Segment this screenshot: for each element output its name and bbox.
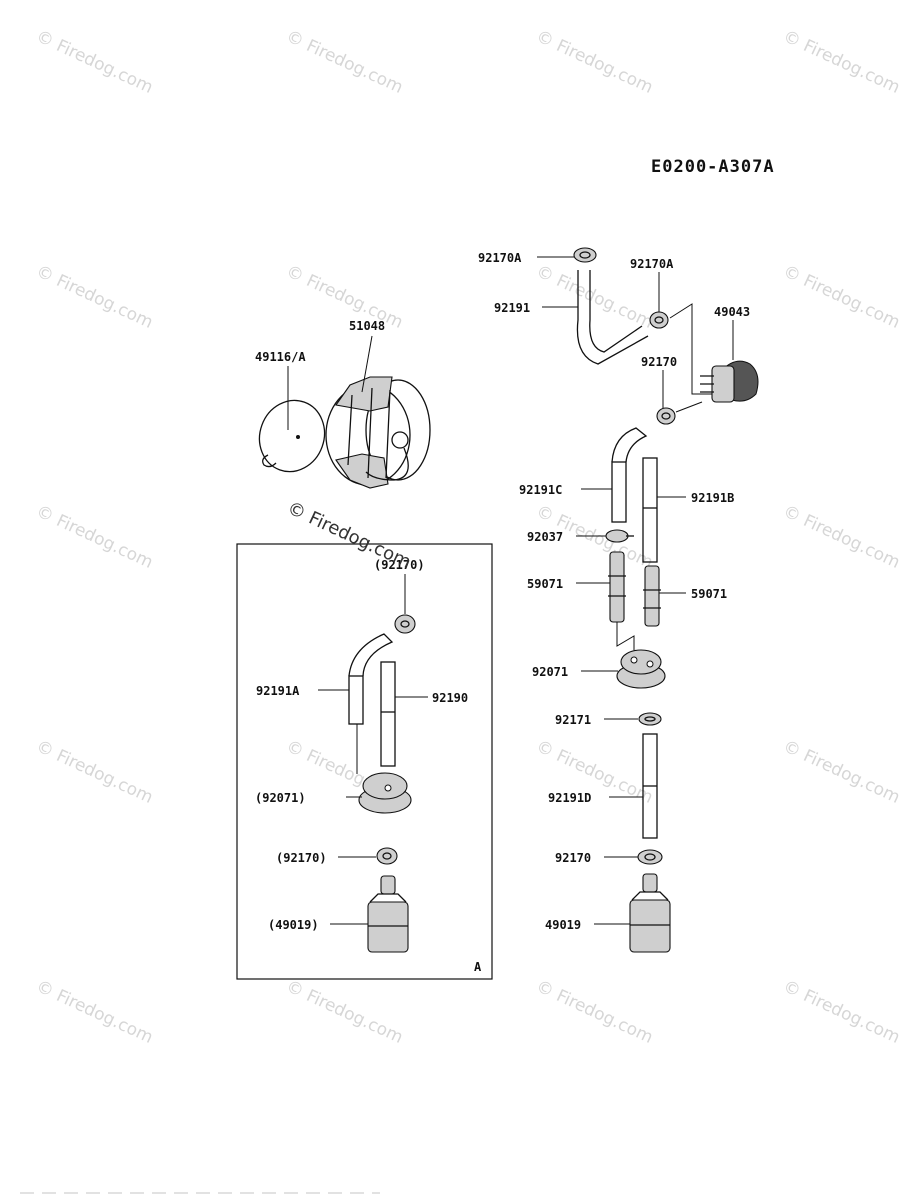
hose-92191a <box>348 633 394 725</box>
leader-line <box>361 335 373 393</box>
part-label-92191c: 92191C <box>519 483 562 497</box>
clamp-92170a-top <box>573 247 597 263</box>
watermark: © Firedog.com <box>33 261 156 333</box>
part-label-92071: 92071 <box>532 665 568 679</box>
joint-59071-left <box>608 551 626 623</box>
part-label-92170: 92170 <box>555 851 591 865</box>
part-label-92191: 92191 <box>494 301 530 315</box>
part-label-p92170: (92170) <box>374 558 425 572</box>
clamp-92170a-right <box>649 311 669 329</box>
grommet-92071 <box>616 649 666 689</box>
fuel-filter-49019 <box>629 873 671 953</box>
watermark: © Firedog.com <box>780 976 903 1048</box>
watermark: © Firedog.com <box>533 261 656 333</box>
clamp-92170 <box>656 407 676 425</box>
part-label-p92071: (92071) <box>255 791 306 805</box>
part-label-49019: 49019 <box>545 918 581 932</box>
part-label-92037: 92037 <box>527 530 563 544</box>
watermark: © Firedog.com <box>780 26 903 98</box>
fuel-filter-p49019 <box>367 875 409 953</box>
part-label-51048: 51048 <box>349 319 385 333</box>
part-label-59071: 59071 <box>691 587 727 601</box>
watermark-overlay: © Firedog.com <box>284 497 414 573</box>
clamp-92037 <box>605 529 634 543</box>
clamp-92171 <box>638 712 662 726</box>
clamp-92170-inset-top <box>394 614 416 634</box>
part-label-49043: 49043 <box>714 305 750 319</box>
part-label-92170a: 92170A <box>630 257 674 271</box>
hose-92191 <box>576 270 649 365</box>
watermark: © Firedog.com <box>33 736 156 808</box>
watermark: © Firedog.com <box>33 976 156 1048</box>
part-label-59071: 59071 <box>527 577 563 591</box>
leader-line <box>675 401 703 413</box>
part-label-92191d: 92191D <box>548 791 591 805</box>
joint-59071-right <box>643 565 661 627</box>
fuel-cap-gasket <box>258 399 326 473</box>
part-label-49116a: 49116/A <box>255 350 306 364</box>
part-label-92190: 92190 <box>432 691 468 705</box>
part-label-92191a: 92191A <box>256 684 300 698</box>
hose-92191b <box>642 457 658 563</box>
watermark: © Firedog.com <box>780 261 903 333</box>
watermark: © Firedog.com <box>283 261 406 333</box>
watermark: © Firedog.com <box>283 26 406 98</box>
watermark: © Firedog.com <box>780 736 903 808</box>
watermark-grid: © Firedog.com © Firedog.com © Firedog.co… <box>33 26 903 1048</box>
part-label-p92170: (92170) <box>276 851 327 865</box>
inset-box-label: A <box>474 960 482 974</box>
clamp-p92170-mid <box>376 847 398 865</box>
inset-box <box>236 543 493 980</box>
hose-92190 <box>380 661 396 767</box>
watermark: © Firedog.com <box>33 501 156 573</box>
clamp-92170-lower <box>637 849 663 865</box>
watermark: © Firedog.com <box>283 976 406 1048</box>
watermark: © Firedog.com <box>33 26 156 98</box>
part-label-p49019: (49019) <box>268 918 319 932</box>
primer-bulb-49043 <box>700 360 759 403</box>
grommet-p92071 <box>358 772 412 814</box>
part-label-92191b: 92191B <box>691 491 734 505</box>
part-label-92170a: 92170A <box>478 251 522 265</box>
diagram-code: E0200-A307A <box>651 157 775 177</box>
watermark: © Firedog.com <box>533 26 656 98</box>
watermark: © Firedog.com <box>780 501 903 573</box>
watermark: © Firedog.com <box>533 976 656 1048</box>
hose-92191d <box>642 733 658 839</box>
leader-line <box>616 622 635 650</box>
part-label-92171: 92171 <box>555 713 591 727</box>
hose-92191c <box>611 427 648 523</box>
leader-line <box>669 303 712 395</box>
footer-divider <box>20 1192 380 1194</box>
fuel-cap <box>325 376 431 489</box>
part-label-92170: 92170 <box>641 355 677 369</box>
